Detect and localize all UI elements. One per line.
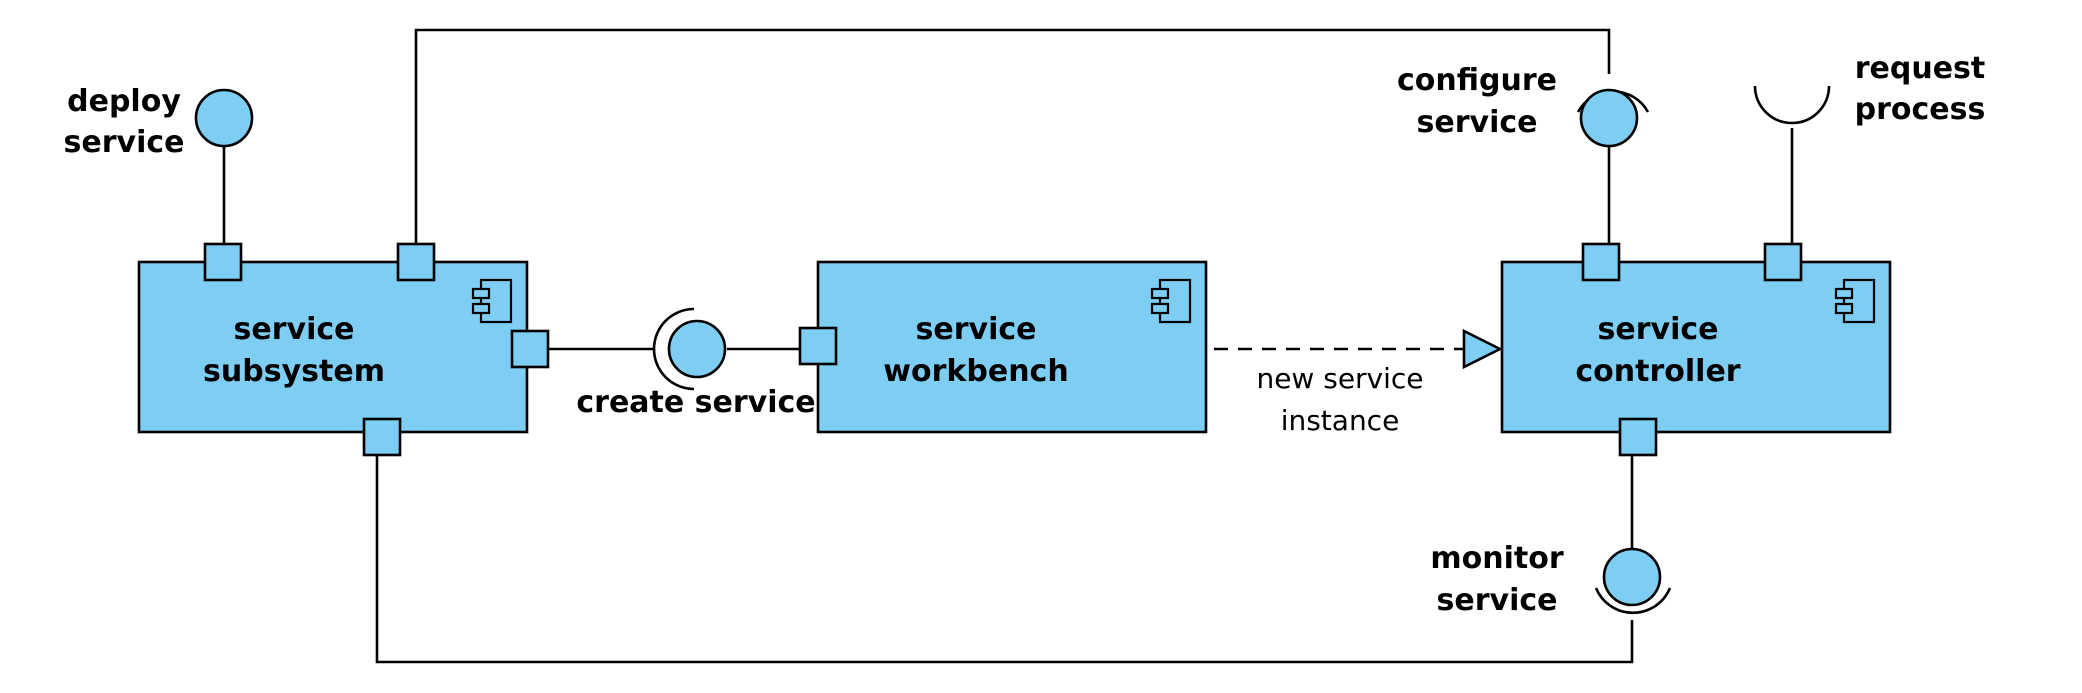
create-service-ball-icon[interactable]: [667, 319, 727, 379]
port-subsystem-bottom[interactable]: [362, 417, 402, 457]
dependency-arrowhead: [1462, 328, 1503, 370]
top-loop-connector: [414, 28, 1611, 246]
port-controller-bottom[interactable]: [1618, 417, 1658, 457]
subsystem-name-line1: service: [234, 312, 355, 347]
dependency-label-line2: instance: [1281, 404, 1400, 437]
port-subsystem-right[interactable]: [510, 329, 550, 369]
component-icon: [1150, 278, 1192, 324]
component-icon: [1834, 278, 1876, 324]
configure-service-label-line2: service: [1417, 105, 1538, 140]
deploy-service-label-line2: service: [64, 125, 185, 160]
dependency-label-line1: new service: [1256, 362, 1423, 395]
request-process-label-line1: request: [1855, 51, 1986, 86]
monitor-service-socket-icon: [1594, 587, 1672, 615]
component-service-workbench[interactable]: service workbench: [816, 260, 1208, 434]
create-service-label: create service: [576, 385, 815, 420]
component-service-subsystem[interactable]: service subsystem: [137, 260, 529, 434]
controller-name-line1: service: [1598, 312, 1719, 347]
controller-name-line2: controller: [1575, 354, 1740, 389]
bottom-loop-connector: [375, 456, 1634, 664]
request-process-socket-icon[interactable]: [1753, 85, 1831, 125]
request-process-label-line2: process: [1855, 92, 1986, 127]
configure-service-ball-icon[interactable]: [1579, 88, 1639, 148]
create-service-socket-icon: [652, 307, 695, 391]
deploy-service-ball-icon[interactable]: [194, 88, 254, 148]
port-workbench-left[interactable]: [798, 326, 838, 366]
port-subsystem-top-right[interactable]: [396, 242, 436, 282]
component-icon: [471, 278, 513, 324]
port-controller-top-right[interactable]: [1763, 242, 1803, 282]
port-controller-top-left[interactable]: [1581, 242, 1621, 282]
monitor-service-label-line1: monitor: [1430, 541, 1563, 576]
monitor-service-ball-icon[interactable]: [1602, 547, 1662, 607]
configure-service-label-line1: configure: [1397, 63, 1557, 98]
subsystem-name-line2: subsystem: [203, 354, 385, 389]
workbench-name-line2: workbench: [883, 354, 1068, 389]
deploy-service-label-line1: deploy: [67, 84, 181, 119]
port-subsystem-top-left[interactable]: [203, 242, 243, 282]
workbench-name-line1: service: [916, 312, 1037, 347]
component-service-controller[interactable]: service controller: [1500, 260, 1892, 434]
monitor-service-label-line2: service: [1437, 583, 1558, 618]
